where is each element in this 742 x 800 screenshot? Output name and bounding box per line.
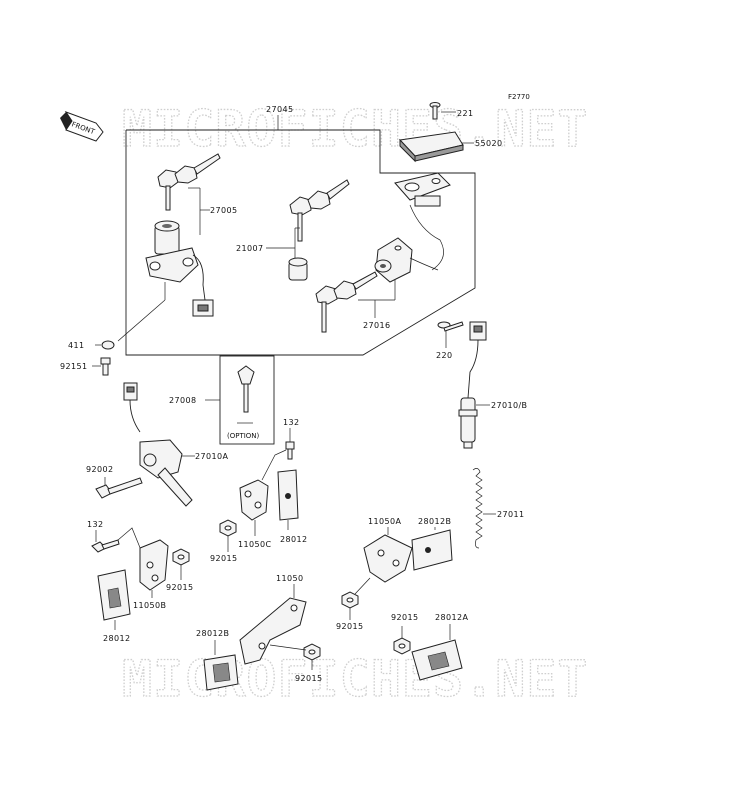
label-27010a: 27010A [195, 452, 228, 461]
cover-55020 [398, 131, 464, 163]
label-92015-right: 92015 [336, 622, 363, 631]
label-27005: 27005 [210, 206, 237, 215]
switch-bracket [394, 172, 451, 207]
screw-221 [429, 102, 441, 120]
label-28012-mid: 28012 [280, 535, 307, 544]
watermark-top: MICROFICHES.NET [122, 100, 589, 158]
keys-27005 [157, 153, 221, 211]
pad-28012-left [97, 569, 131, 621]
nut-92015-right [341, 591, 359, 609]
bracket-11050a [363, 534, 413, 583]
bracket-11050c [239, 479, 269, 521]
switch-27010a [123, 382, 193, 507]
label-411: 411 [68, 341, 84, 350]
label-92015-left: 92015 [166, 583, 193, 592]
keys-21007 [289, 179, 350, 242]
bolt-132-top [285, 441, 295, 460]
label-92015-mid: 92015 [210, 554, 237, 563]
key-cap [288, 257, 308, 281]
bracket-11050 [239, 597, 307, 665]
label-28012b-right: 28012B [418, 517, 451, 526]
label-11050b: 11050B [133, 601, 166, 610]
label-27045: 27045 [266, 105, 293, 114]
switch-27010b [458, 321, 487, 449]
label-55020: 55020 [475, 139, 502, 148]
washer-411 [101, 340, 115, 350]
label-92002: 92002 [86, 465, 113, 474]
label-92015-bottom-right: 92015 [391, 613, 418, 622]
pad-28012-mid [277, 469, 299, 521]
label-28012b-left: 28012B [196, 629, 229, 638]
bracket-11050b [139, 539, 169, 591]
key-27016-a [315, 285, 338, 305]
label-92151: 92151 [60, 362, 87, 371]
nut-92015-bottom-right [393, 637, 411, 655]
lock-27016 [374, 237, 413, 283]
pad-28012b-right [411, 529, 453, 571]
label-27010b: 27010/B [491, 401, 527, 410]
label-11050c: 11050C [238, 540, 271, 549]
label-132-left: 132 [87, 520, 103, 529]
ignition-switch [145, 220, 214, 317]
option-key [237, 365, 255, 424]
label-27016: 27016 [363, 321, 390, 330]
label-27008: 27008 [169, 396, 196, 405]
label-27011: 27011 [497, 510, 524, 519]
label-11050: 11050 [276, 574, 303, 583]
label-220: 220 [436, 351, 452, 360]
label-21007: 21007 [236, 244, 263, 253]
bolt-92002 [95, 477, 143, 499]
label-11050a: 11050A [368, 517, 401, 526]
figure-code: F2770 [508, 93, 530, 101]
kit-outline [125, 129, 476, 356]
pad-28012b-left [203, 654, 239, 691]
pad-28012a-right [411, 639, 463, 681]
key-27016-b [333, 280, 357, 300]
label-221: 221 [457, 109, 473, 118]
bolt-132-left [91, 539, 120, 553]
label-28012a-right: 28012A [435, 613, 468, 622]
spring-27011 [472, 468, 483, 549]
front-arrow-icon: FRONT [60, 111, 104, 142]
nut-92015-bottom [303, 643, 321, 661]
nut-92015-mid [219, 519, 237, 537]
watermark-bottom: MICROFICHES.NET [122, 650, 589, 708]
screw-220 [437, 321, 464, 332]
bolt-92151 [100, 357, 111, 376]
nut-92015-left [172, 548, 190, 566]
option-label: (OPTION) [227, 432, 260, 440]
label-28012-left: 28012 [103, 634, 130, 643]
label-92015-bottom: 92015 [295, 674, 322, 683]
label-132-top: 132 [283, 418, 299, 427]
